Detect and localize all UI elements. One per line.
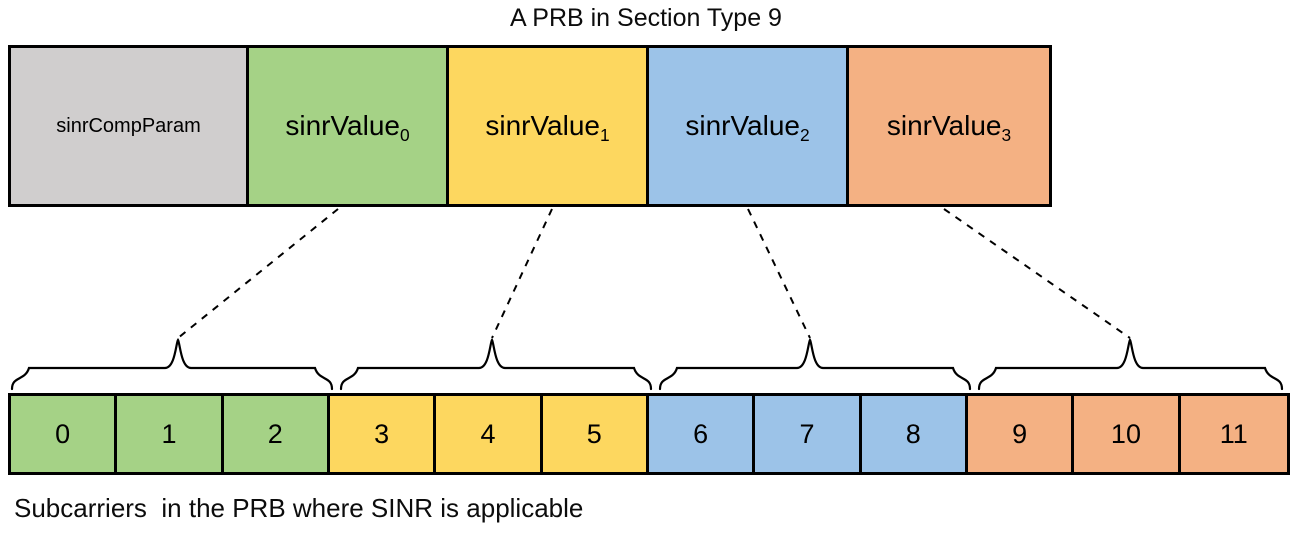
curly-brace-3-5 <box>339 338 653 391</box>
subcarrier-cell: 1 <box>117 396 224 472</box>
prb-field-sinrvalue1: sinrValue1 <box>449 48 649 204</box>
dashed-connector-group <box>177 208 1131 339</box>
curly-brace-group <box>10 338 1284 391</box>
prb-field-index: 2 <box>800 124 810 145</box>
curly-brace-0-2 <box>10 338 334 391</box>
prb-field-label: sinrValue3 <box>886 110 1012 145</box>
prb-field-sinrvalue3: sinrValue3 <box>849 48 1049 204</box>
dashed-connector-3-5 <box>491 208 553 339</box>
prb-field-label: sinrValue2 <box>685 110 810 145</box>
prb-field-label: sinrCompParam <box>56 115 201 137</box>
subcarrier-cell: 6 <box>648 396 756 472</box>
curly-brace-6-8 <box>658 338 972 391</box>
subcarrier-cell: 9 <box>967 396 1075 472</box>
dashed-connector-9-11 <box>943 208 1131 339</box>
curly-brace-9-11 <box>977 338 1284 391</box>
diagram-caption: Subcarriers in the PRB where SINR is app… <box>14 493 584 523</box>
subcarrier-cell: 8 <box>861 396 968 472</box>
prb-field-sinrcompparam: sinrCompParam <box>11 48 249 204</box>
prb-field-index: 3 <box>1001 124 1012 145</box>
prb-field-sinrvalue0: sinrValue0 <box>249 48 449 204</box>
page-title: A PRB in Section Type 9 <box>510 4 782 32</box>
dashed-connector-0-2 <box>177 208 339 339</box>
prb-field-row: sinrCompParam sinrValue0 sinrValue1 sinrVal… <box>8 45 1052 207</box>
subcarrier-cell: 7 <box>755 396 862 472</box>
subcarrier-cell: 4 <box>436 396 543 472</box>
subcarrier-cell: 10 <box>1074 396 1181 472</box>
subcarrier-cell: 0 <box>11 396 118 472</box>
subcarrier-cell: 11 <box>1180 396 1287 472</box>
dashed-connector-6-8 <box>747 208 811 339</box>
subcarrier-cell: 3 <box>329 396 437 472</box>
subcarrier-cell: 2 <box>223 396 330 472</box>
prb-field-sinrvalue2: sinrValue2 <box>649 48 849 204</box>
prb-field-index: 1 <box>600 124 610 145</box>
prb-field-label: sinrValue1 <box>485 110 610 145</box>
subcarrier-cell: 5 <box>542 396 649 472</box>
prb-field-index: 0 <box>400 124 410 145</box>
prb-field-label: sinrValue0 <box>285 110 410 145</box>
